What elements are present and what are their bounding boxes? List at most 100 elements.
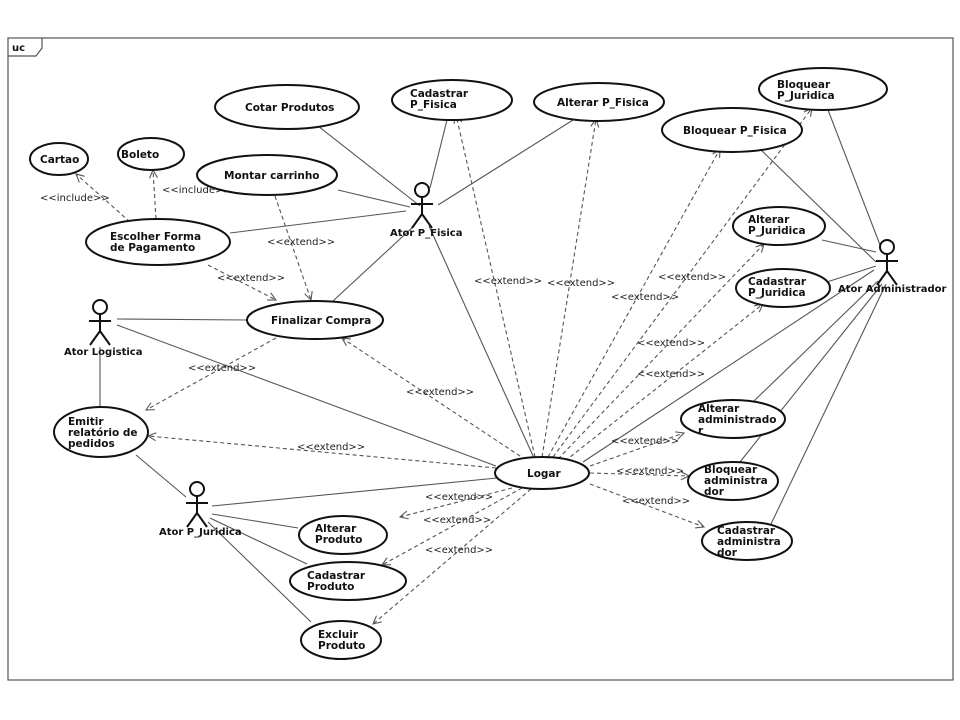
use-case-label: pedidos [68,438,115,450]
use-case-label: P_Juridica [777,90,835,102]
use-case-label: Alterar [315,523,357,535]
use-case-label: Montar carrinho [224,170,320,182]
use-case-label: Produto [315,534,362,546]
use-case-label: Alterar [748,214,790,226]
use-case-ellipse [85,218,231,266]
use-case-logar[interactable]: Logar [494,456,590,490]
extend-label: <<extend>> [474,276,542,287]
actor-icon [186,481,208,528]
dependency-arrows [76,108,812,624]
include-label: <<include>> [162,185,232,196]
use-case-ellipse [53,406,149,458]
use-case-ellipse [196,154,338,196]
association-montar-pfisica [337,189,411,208]
association-exc_prod-pjuridica [207,521,312,623]
extend-label: <<extend>> [658,272,726,283]
extend-arrow-logar-emitir [148,436,497,469]
use-case-montar[interactable]: Montar carrinho [196,154,338,196]
extend-arrow-logar-finalizar [342,338,527,461]
use-case-label: P_Juridica [748,287,806,299]
use-case-ellipse [758,67,888,111]
actor-logistica[interactable]: Ator Logistica [64,299,142,358]
use-case-ellipse [117,137,185,171]
use-case-boleto[interactable]: Boleto [117,137,185,171]
extend-label: <<extend>> [637,338,705,349]
actor-label: Ator P_Juridica [159,527,242,538]
use-case-ellipse [533,82,665,122]
use-case-label: Cadastrar [307,570,366,582]
extend-label: <<extend>> [297,442,365,453]
use-case-ellipse [289,561,407,601]
frame-tag: uc [12,43,25,54]
extend-arrow-logar-cad_pf [456,115,536,458]
association-logar-admin [582,269,875,463]
actor-label: Ator Logistica [64,347,142,358]
association-cotar-pfisica [317,125,421,207]
association-logar-pfisica [428,225,535,459]
use-case-label: Emitir [68,416,104,428]
use-case-label: Alterar P_Fisica [557,97,649,109]
actor-label: Ator Administrador [838,284,947,295]
extend-label: <<extend>> [423,515,491,526]
use-case-cotar[interactable]: Cotar Produtos [214,84,360,130]
association-alt_pj-admin [821,239,877,253]
use-case-ellipse [300,620,382,660]
use-case-bloq_pf[interactable]: Bloquear P_Fisica [661,107,803,153]
association-cad_pf-pfisica [429,119,448,189]
actor-pjuridica[interactable]: Ator P_Juridica [159,481,242,538]
actor-label: Ator P_Fisica [390,228,462,239]
association-cad_pj-admin [826,265,877,283]
use-case-label: Bloquear P_Fisica [683,125,787,137]
use-case-ellipse [701,521,793,561]
actor-icon [411,182,433,229]
use-case-label: Boleto [121,149,159,161]
association-alt_prod-pjuridica [211,513,299,529]
use-case-finalizar[interactable]: Finalizar Compra [246,300,384,340]
association-cad_prod-pjuridica [209,517,308,565]
extend-label: <<extend>> [611,436,679,447]
association-alt_pf-pfisica [437,119,574,206]
use-case-label: Cotar Produtos [245,102,334,114]
use-case-ellipse [687,461,779,501]
include-arrow-escolher-boleto [153,170,156,220]
association-logar-pjuridica [211,477,498,507]
extend-label: <<extend>> [547,278,615,289]
use-case-label: Cadastrar [748,276,807,288]
stereotype-labels: <<include>><<include>><<extend>><<extend… [40,185,726,556]
extend-label: <<extend>> [611,292,679,303]
actor-icon [876,239,898,286]
extend-arrow-escolher-finalizar [207,264,276,300]
actor-pfisica[interactable]: Ator P_Fisica [390,182,462,239]
use-case-label: dor [704,486,725,498]
extend-arrow-montar-finalizar [274,195,311,300]
extend-arrow-logar-bloq_adm [589,473,689,476]
actor-admin[interactable]: Ator Administrador [838,239,947,295]
use-case-ellipse [391,79,513,121]
use-case-label: Bloquear [704,464,758,476]
extend-label: <<extend>> [267,237,335,248]
association-emitir-pjuridica [135,454,187,498]
extend-arrow-logar-alt_prod [400,487,513,517]
use-case-label: Cadastrar [410,88,469,100]
use-case-alt_pf[interactable]: Alterar P_Fisica [533,82,665,122]
association-bloq_pj-admin [827,109,883,251]
use-case-cartao[interactable]: Cartao [29,142,89,176]
use-case-label: Alterar [698,403,740,415]
extend-arrow-logar-cad_adm [589,483,704,527]
use-case-ellipse [732,206,826,246]
association-finalizar-pfisica [332,225,415,302]
extend-arrow-logar-cad_prod [382,487,523,565]
